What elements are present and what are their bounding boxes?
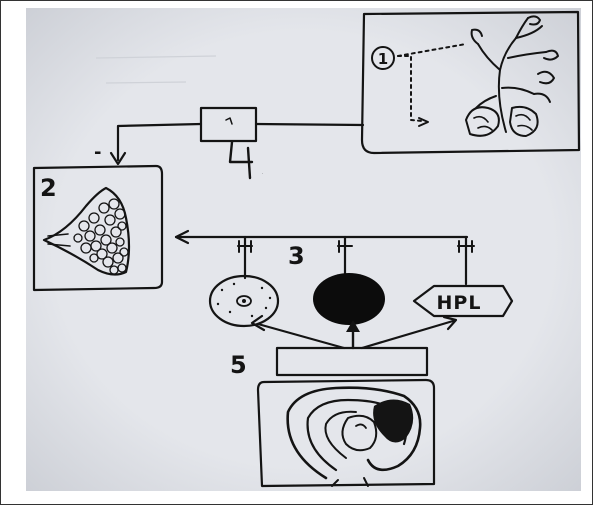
link-pituitary-to-hormone-box (256, 124, 363, 125)
label-5: 5 (230, 351, 247, 379)
hpl-label: HPL (437, 292, 482, 314)
hormone-diagram: 1 4 - (26, 8, 581, 491)
minus-sign: - (94, 142, 101, 163)
label-1: 1 (378, 50, 388, 68)
label-2: 2 (40, 174, 57, 202)
label-3: 3 (288, 242, 305, 270)
filled-oval-icon (313, 273, 385, 325)
diagram-photo: 1 4 - (26, 8, 581, 491)
